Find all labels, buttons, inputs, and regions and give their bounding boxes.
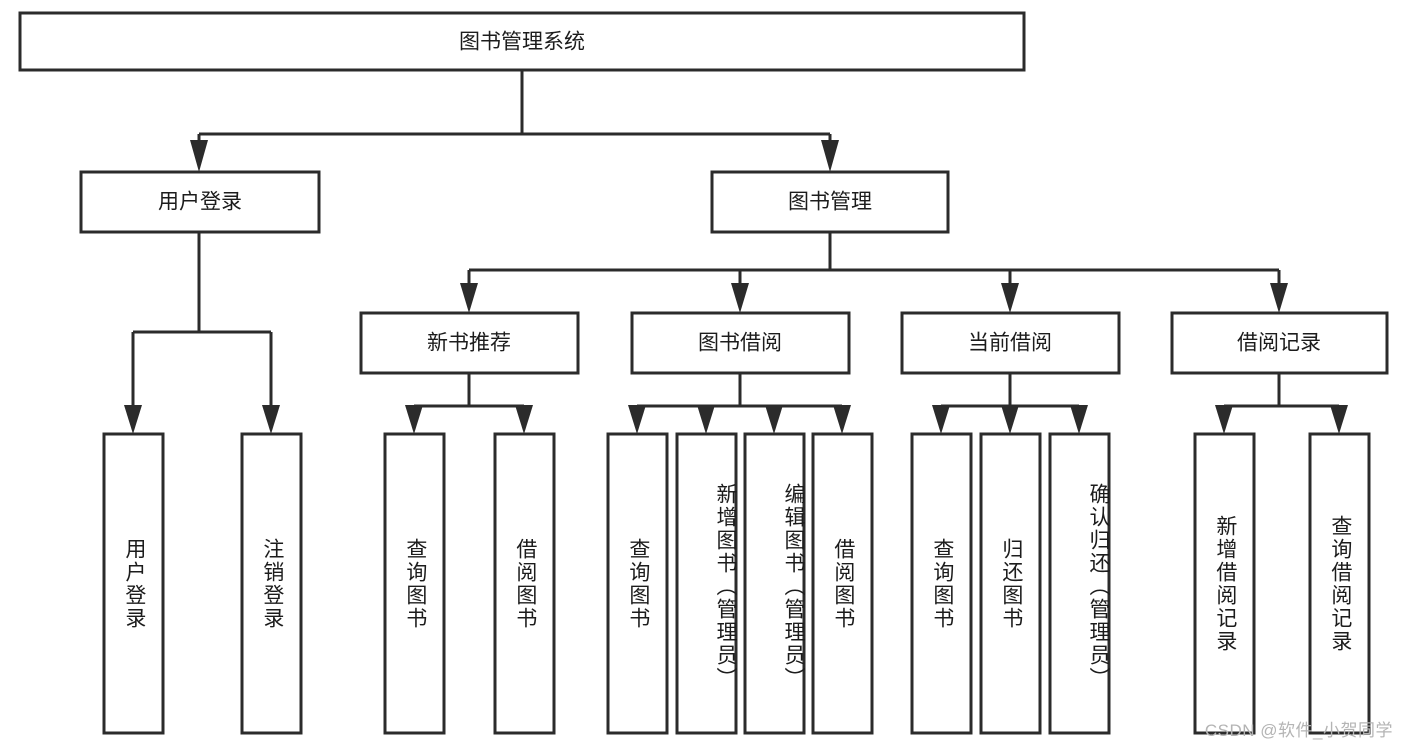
node-box-new-book-recommend[interactable] — [359, 311, 580, 375]
arrow-head-leaf-current-borrow-1 — [932, 405, 950, 434]
node-box-leaf-book-borrow-lend[interactable] — [811, 432, 874, 735]
node-box-leaf-user-login-login[interactable] — [102, 432, 165, 735]
node-box-book-management[interactable] — [710, 170, 950, 234]
node-box-book-borrow[interactable] — [630, 311, 851, 375]
arrow-head-leaf-current-borrow-3 — [1070, 405, 1088, 434]
node-label-root: 图书管理系统 — [459, 31, 585, 54]
node-box-root[interactable] — [18, 11, 1026, 72]
arrow-head-leaf-borrow-record-1 — [1215, 405, 1233, 434]
node-box-leaf-current-borrow-confirm[interactable] — [1048, 432, 1111, 735]
node-label-book-borrow: 图书借阅 — [698, 332, 782, 355]
arrow-head-leaf-new-book-1 — [405, 405, 423, 434]
arrow-head-leaf-book-borrow-1 — [628, 405, 646, 434]
node-box-leaf-book-borrow-query[interactable] — [606, 432, 669, 735]
node-box-leaf-new-book-query[interactable] — [383, 432, 446, 735]
node-label-new-book-recommend: 新书推荐 — [427, 332, 511, 355]
node-label-current-borrow: 当前借阅 — [968, 332, 1052, 355]
node-box-leaf-current-borrow-query[interactable] — [910, 432, 973, 735]
node-box-leaf-borrow-record-query[interactable] — [1308, 432, 1371, 735]
arrow-head-book-mgmt — [821, 140, 839, 172]
connector-layer — [124, 70, 1348, 434]
arrow-head-borrow-record — [1270, 283, 1288, 313]
node-box-leaf-user-login-logout[interactable] — [240, 432, 303, 735]
node-label-borrow-record: 借阅记录 — [1237, 332, 1321, 355]
arrow-head-leaf-book-borrow-4 — [833, 405, 851, 434]
watermark-credit: CSDN @软件_小贺同学 — [1204, 721, 1393, 740]
node-label-user-login: 用户登录 — [158, 191, 242, 214]
arrow-head-leaf-current-borrow-2 — [1001, 405, 1019, 434]
arrow-head-user-login — [190, 140, 208, 172]
node-layer: 图书管理系统 用户登录 图书管理 新书推荐 图书借阅 当前借阅 借阅记录 — [18, 11, 1389, 735]
node-box-leaf-new-book-borrow[interactable] — [493, 432, 556, 735]
arrow-head-leaf-user-login-1 — [124, 405, 142, 434]
node-box-leaf-book-borrow-edit[interactable] — [743, 432, 806, 735]
arrow-head-leaf-book-borrow-2 — [697, 405, 715, 434]
arrow-head-leaf-new-book-2 — [515, 405, 533, 434]
node-label-book-management: 图书管理 — [788, 191, 872, 214]
arrow-head-leaf-book-borrow-3 — [765, 405, 783, 434]
arrow-head-current-borrow — [1001, 283, 1019, 313]
node-box-borrow-record[interactable] — [1170, 311, 1389, 375]
node-box-leaf-current-borrow-return[interactable] — [979, 432, 1042, 735]
arrow-head-new-book — [460, 283, 478, 313]
node-box-user-login[interactable] — [79, 170, 321, 234]
node-box-current-borrow[interactable] — [900, 311, 1121, 375]
arrow-head-book-borrow — [731, 283, 749, 313]
arrow-head-leaf-user-login-2 — [262, 405, 280, 434]
node-box-leaf-borrow-record-add[interactable] — [1193, 432, 1256, 735]
node-box-leaf-book-borrow-add[interactable] — [675, 432, 738, 735]
arrow-head-leaf-borrow-record-2 — [1330, 405, 1348, 434]
